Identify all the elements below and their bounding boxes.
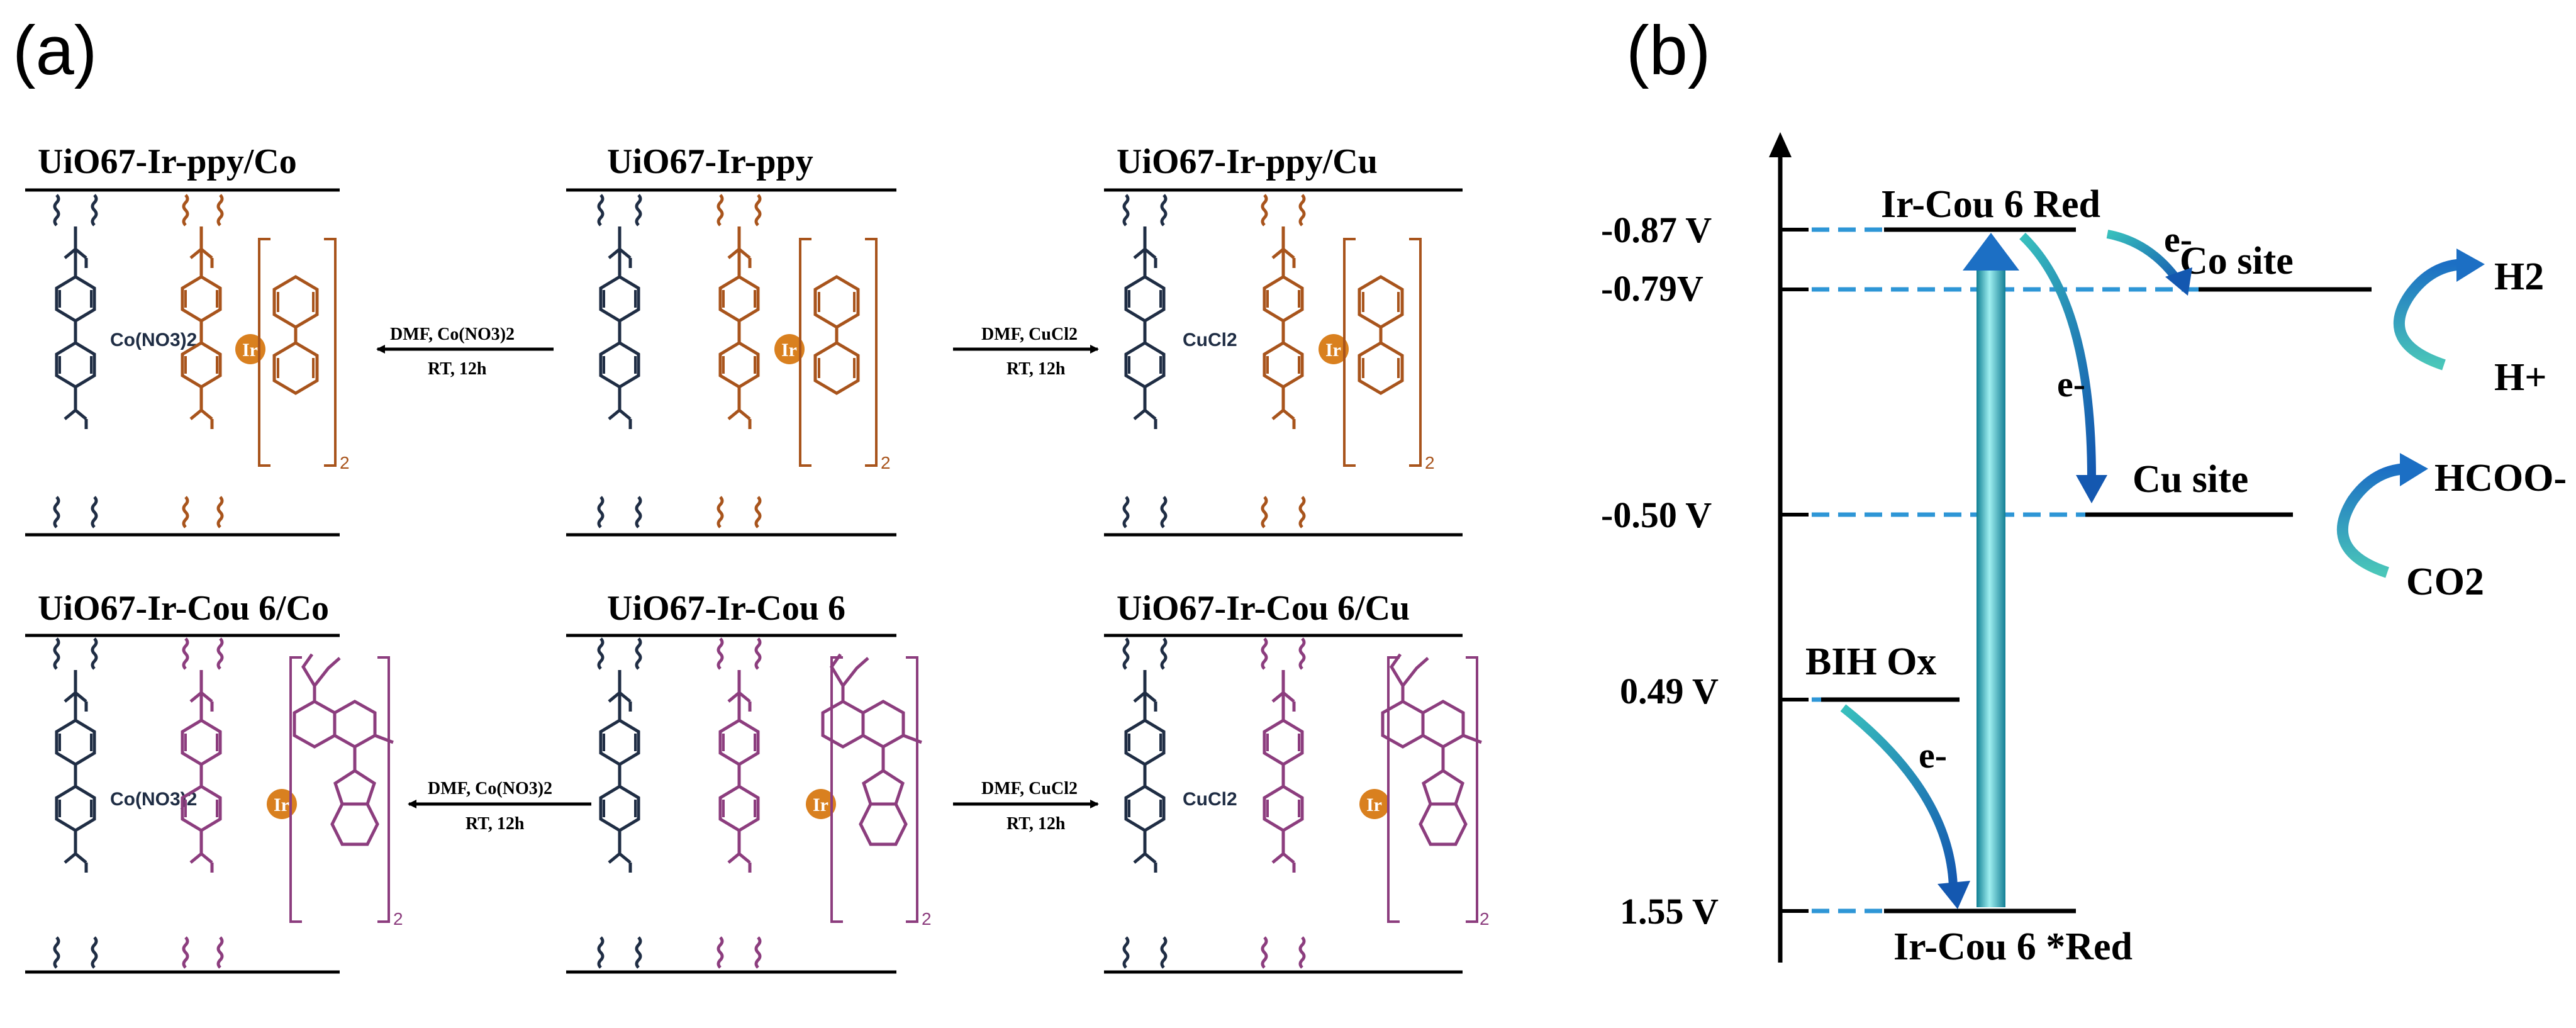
metal-co-2: Co(NO3)2 (110, 789, 197, 810)
row1-rules (25, 188, 1463, 537)
reactant-co2: CO2 (2406, 561, 2484, 603)
panel-a-label: (a) (13, 12, 97, 89)
energy-levels (1821, 227, 2372, 913)
structure-ppy-cu: CuCl2 Ir 2 (1124, 195, 1435, 527)
reaction-time: RT, 12h (466, 814, 525, 834)
electron-transfer-red-to-co (2106, 230, 2192, 296)
reaction-arrow-co-row2: DMF, Co(NO3)2 RT, 12h (408, 779, 591, 834)
reaction-conditions: DMF, Co(NO3)2 (428, 779, 552, 798)
subscript: 2 (340, 453, 350, 472)
potential-red: -0.87 V (1601, 210, 1712, 250)
product-h2: H2 (2494, 255, 2544, 298)
iridium-atom: Ir (1325, 340, 1341, 360)
potential-co: -0.79V (1601, 268, 1703, 309)
structure-cou-co: Co(NO3)2 Ir 2 (55, 639, 403, 968)
subscript: 2 (881, 453, 891, 472)
iridium-atom: Ir (242, 340, 258, 360)
label-ir-red: Ir-Cou 6 Red (1881, 183, 2100, 226)
axis-ticks (1780, 228, 1809, 913)
label-ir-star: Ir-Cou 6 *Red (1893, 925, 2133, 968)
reaction-conditions: DMF, CuCl2 (981, 325, 1078, 344)
label-bih-ox: BIH Ox (1805, 640, 1936, 683)
label-co-site: Co site (2180, 240, 2294, 282)
panel-b-label: (b) (1626, 12, 1710, 89)
electron-label-2: e- (2057, 364, 2085, 405)
subscript: 2 (1425, 453, 1435, 472)
iridium-atom: Ir (1366, 795, 1382, 815)
iridium-atom: Ir (781, 340, 797, 360)
potential-cu: -0.50 V (1601, 494, 1712, 535)
electron-transfer-red-to-cu (2019, 232, 2107, 503)
electron-label-1: e- (2164, 219, 2192, 260)
metal-cu-1: CuCl2 (1183, 330, 1237, 350)
scheme-title-cou: UiO67-Ir-Cou 6 (607, 589, 845, 628)
conversion-formate (2337, 453, 2428, 578)
conversion-h2 (2394, 249, 2485, 371)
metal-co-1: Co(NO3)2 (110, 330, 197, 350)
product-formate: HCOO- (2434, 457, 2567, 500)
structure-ppy: Ir 2 (599, 195, 891, 527)
label-cu-site: Cu site (2133, 458, 2248, 501)
structure-ppy-co: Co(NO3)2 Ir 2 (55, 195, 350, 527)
scheme-title-cou-co: UiO67-Ir-Cou 6/Co (38, 589, 329, 628)
subscript: 2 (922, 909, 932, 929)
row2-rules (25, 634, 1463, 974)
reaction-conditions: DMF, CuCl2 (981, 779, 1078, 798)
subscript: 2 (1480, 909, 1490, 929)
reaction-arrow-cu-row1: DMF, CuCl2 RT, 12h (953, 325, 1099, 379)
scheme-title-ppy: UiO67-Ir-ppy (607, 142, 813, 181)
metal-cu-2: CuCl2 (1183, 789, 1237, 810)
reactant-h-plus: H+ (2494, 356, 2547, 399)
electron-label-3: e- (1919, 735, 1947, 776)
reaction-arrow-co-row1: DMF, Co(NO3)2 RT, 12h (376, 325, 554, 379)
scheme-title-cou-cu: UiO67-Ir-Cou 6/Cu (1117, 589, 1410, 628)
scheme-title-ppy-cu: UiO67-Ir-ppy/Cu (1117, 142, 1378, 181)
energy-axis (1769, 132, 1792, 963)
iridium-atom: Ir (813, 795, 828, 815)
reaction-arrow-cu-row2: DMF, CuCl2 RT, 12h (953, 779, 1099, 834)
electron-transfer-bih (1840, 704, 1970, 909)
structure-cou: Ir 2 (599, 639, 932, 968)
reaction-time: RT, 12h (428, 359, 487, 379)
reaction-conditions: DMF, Co(NO3)2 (390, 325, 515, 344)
scheme-title-ppy-co: UiO67-Ir-ppy/Co (38, 142, 297, 181)
subscript: 2 (393, 909, 403, 929)
potential-star: 1.55 V (1620, 891, 1719, 932)
excitation-arrow (1963, 233, 2019, 907)
iridium-atom: Ir (274, 795, 289, 815)
structure-cou-cu: CuCl2 Ir 2 (1124, 639, 1490, 968)
reaction-time: RT, 12h (1006, 359, 1066, 379)
potential-bih: 0.49 V (1620, 671, 1719, 712)
reaction-time: RT, 12h (1006, 814, 1066, 834)
